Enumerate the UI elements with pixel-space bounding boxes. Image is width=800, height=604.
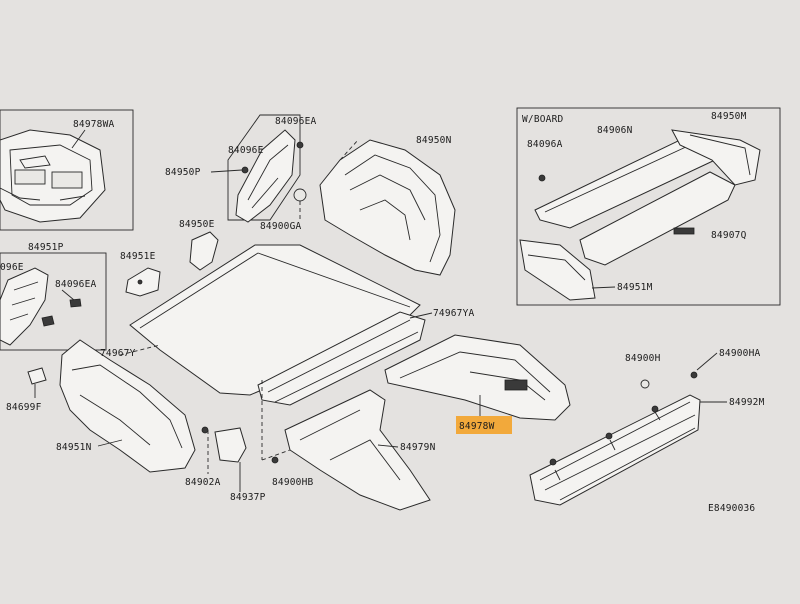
rear-panel-74967YA-group: 74967YA: [257, 308, 475, 406]
end-trim-84979N: [284, 389, 431, 511]
trim-84950E: [189, 231, 219, 271]
label-84950M: 84950M: [711, 111, 747, 122]
trim-84950P-group: 84096EA 84096E 84950P 84900GA: [165, 114, 317, 232]
hook-84937P-group: 84902A 84937P: [185, 426, 266, 503]
label-84900GA: 84900GA: [260, 221, 302, 232]
highlight-84978W: [456, 416, 512, 434]
label-84979N: 84979N: [400, 442, 436, 453]
board-inset-box: [516, 107, 781, 306]
label-84902A: 84902A: [185, 477, 221, 488]
label-84907Q: 84907Q: [711, 230, 747, 241]
fastener-84900HB: [271, 456, 279, 464]
label-84699F: 84699F: [6, 402, 42, 413]
trim-84950M: [671, 129, 761, 186]
label-84906N: 84906N: [597, 125, 633, 136]
tray-callout-box: [0, 109, 134, 231]
label-84900H: 84900H: [625, 353, 661, 364]
fastener-84900H: [640, 379, 650, 389]
label-84951P: 84951P: [28, 242, 64, 253]
trim-84978W: [384, 334, 571, 421]
end-trim-84979N-group: 84900HB 84979N: [261, 380, 436, 511]
label-74967Y: 74967Y: [100, 348, 136, 359]
clip-84900HA: [690, 371, 698, 379]
side-trim-callout-group: 84951P 096E 84096EA: [0, 242, 107, 351]
clip-84699F-group: 84699F: [6, 367, 47, 413]
side-trim-84950N-group: 84950N: [319, 135, 456, 276]
rear-sill-84992M-group: 84900H 84900HA 84992M: [529, 348, 765, 506]
inset-title: W/BOARD: [522, 114, 564, 125]
label-84992M: 84992M: [729, 397, 765, 408]
label-84096EA-top: 84096EA: [275, 116, 317, 127]
label-84951M: 84951M: [617, 282, 653, 293]
trim-84950P: [235, 129, 296, 223]
trunk-floor-board-group: [129, 244, 421, 396]
label-84950N: 84950N: [416, 135, 452, 146]
label-84951N: 84951N: [56, 442, 92, 453]
trim-84978W-group: 84978W: [384, 334, 571, 434]
label-84978W: 84978W: [459, 421, 495, 432]
fastener-84902A: [201, 426, 209, 434]
trunk-floor-board: [129, 244, 421, 396]
label-84937P: 84937P: [230, 492, 266, 503]
label-84096E-top: 84096E: [228, 145, 264, 156]
bracket-84951M: [519, 239, 596, 301]
label-84900HA: 84900HA: [719, 348, 761, 359]
label-84096A: 84096A: [527, 139, 563, 150]
trim-84950E-group: 84950E: [179, 219, 219, 271]
hook-84937P: [214, 427, 247, 463]
side-trim-84950N: [319, 139, 456, 276]
label-74967YA: 74967YA: [433, 308, 475, 319]
side-trim-callout-box: [0, 252, 107, 351]
label-84978WA: 84978WA: [73, 119, 115, 130]
side-trim-74967Y-group: 74967Y: [59, 339, 196, 473]
label-84900HB: 84900HB: [272, 477, 314, 488]
label-84096EA-left: 84096EA: [55, 279, 97, 290]
label-096E: 096E: [0, 262, 24, 273]
side-trim-74967Y: [59, 339, 196, 473]
diagram-code: E8490036: [708, 503, 755, 514]
clip-84096A: [538, 174, 546, 182]
clip-84699F: [27, 367, 47, 385]
board-84907Q: [579, 171, 736, 266]
spare-tire-tray-group: 84978WA: [0, 109, 134, 231]
board-inset-group: W/BOARD 84096A 84906N 84950M 84907Q 8495…: [516, 107, 781, 306]
bracket-84951E: [125, 267, 161, 297]
bracket-84951E-group: 84951E: [120, 251, 161, 297]
label-84950E: 84950E: [179, 219, 215, 230]
side-trim-small-part: [0, 267, 49, 346]
label-84950P: 84950P: [165, 167, 201, 178]
trim-callout-outline: [227, 114, 301, 221]
label-84951E: 84951E: [120, 251, 156, 262]
rear-panel-74967YA: [257, 311, 426, 406]
